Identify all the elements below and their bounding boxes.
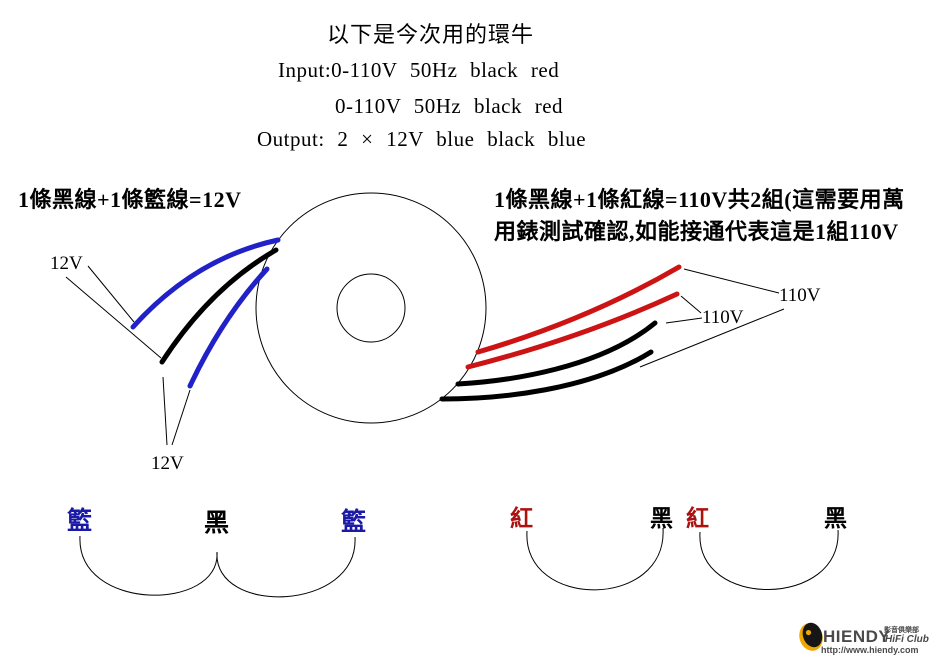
right-wiring-note-line-2: 用錶測試確認,如能接通代表這是1組110V	[494, 219, 899, 244]
toroid-inner-circle	[336, 273, 406, 343]
input-spec-line-2: 0-110V 50Hz black red	[335, 94, 564, 118]
logo-cjk-tagline: 影音俱樂部	[884, 627, 919, 634]
terminal-black-left: 黑	[204, 510, 230, 537]
logo-tagline: HiFi Club	[885, 634, 929, 645]
pair-arc-black-blue	[216, 536, 356, 598]
input-spec-line-1: Input:0-110V 50Hz black red	[278, 58, 560, 82]
leader-red2-to-110v-mid	[680, 295, 702, 314]
pair-arc-red-black-1	[526, 527, 664, 591]
terminal-red-2: 紅	[686, 506, 709, 531]
leader-red1-to-110v-top	[683, 268, 780, 294]
terminal-black-right-2: 黑	[824, 506, 847, 531]
pair-arc-blue-black	[79, 535, 218, 596]
right-wiring-note-line-1: 1條黑線+1條紅線=110V共2組(這需要用萬	[494, 187, 905, 212]
terminal-red-1: 紅	[510, 506, 533, 531]
red-wire-1	[475, 264, 682, 355]
blue-wire-2	[187, 266, 270, 389]
black-wire-right-1	[455, 320, 658, 387]
leader-12v-top-to-black	[65, 276, 162, 359]
pair-arc-red-black-2	[699, 529, 839, 590]
leader-black1-to-110v-mid	[665, 317, 703, 324]
logo-brand-text: HIENDY	[823, 627, 891, 646]
terminal-black-right-1: 黑	[650, 506, 673, 531]
leader-blue2-to-12v-bottom	[171, 389, 191, 446]
terminal-blue-1: 籃	[67, 508, 93, 535]
blue-wire-1	[130, 237, 281, 330]
voltage-label-12v-bottom: 12V	[151, 453, 184, 474]
black-wire-left	[159, 247, 279, 365]
voltage-label-110v-mid: 110V	[702, 307, 744, 328]
logo-black-ellipse	[802, 622, 823, 648]
page-title: 以下是今次用的環牛	[327, 22, 535, 47]
left-wiring-note: 1條黑線+1條籃線=12V	[18, 187, 242, 212]
leader-110v-top-to-black2	[639, 308, 785, 368]
logo-url: http://www.hiendy.com	[821, 645, 919, 655]
voltage-label-12v-top: 12V	[50, 253, 83, 274]
voltage-label-110v-top: 110V	[779, 285, 821, 306]
hiendy-logo-mark	[799, 622, 823, 651]
terminal-blue-2: 籃	[341, 509, 367, 536]
logo-gold-dot	[805, 629, 812, 636]
output-spec-line: Output: 2 × 12V blue black blue	[257, 127, 587, 151]
black-wire-right-2	[439, 349, 654, 402]
leader-black-to-12v-bottom	[162, 376, 168, 446]
red-wire-2	[465, 291, 680, 370]
leader-12v-top-to-blue1	[87, 265, 135, 323]
